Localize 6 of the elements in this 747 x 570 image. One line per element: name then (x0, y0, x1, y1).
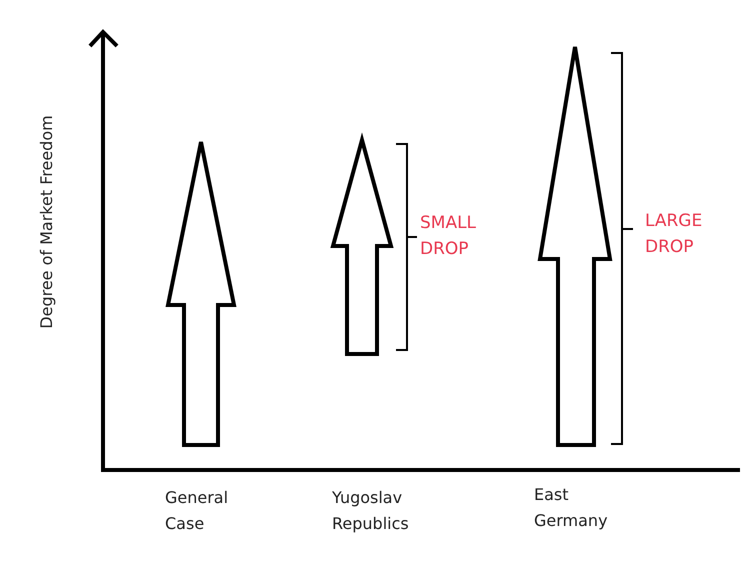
drop-label: LARGE DROP (645, 210, 704, 259)
axis-title: Degree of Market Freedom (36, 114, 57, 331)
category-label: General Case (165, 487, 230, 535)
category-label: Yugoslav Republics (332, 487, 410, 535)
category-label: East Germany (534, 484, 609, 532)
drop-label: SMALL DROP (420, 212, 478, 261)
